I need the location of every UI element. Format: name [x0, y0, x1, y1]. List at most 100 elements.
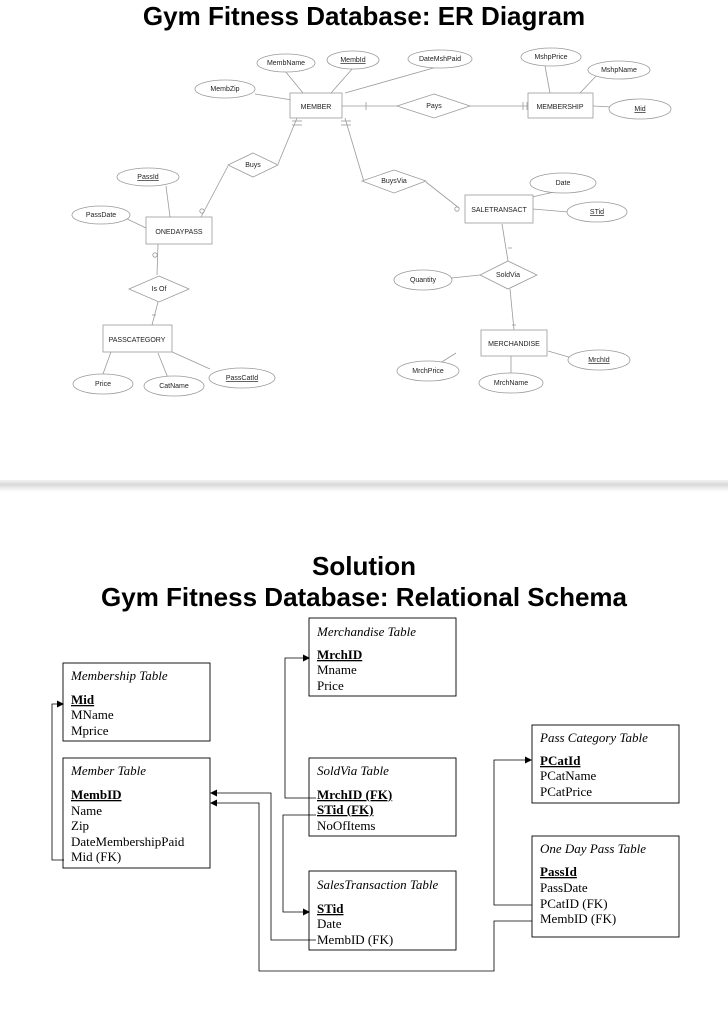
- attr-date: [529, 172, 597, 194]
- attr-mrchname: [478, 372, 544, 394]
- er-diagram-title: Gym Fitness Database: ER Diagram: [142, 1, 586, 31]
- soldvia-field: NoOfItems: [317, 818, 376, 833]
- attr-mshpprice: [520, 47, 582, 67]
- rel-isof: [127, 275, 191, 303]
- passcategory-field: PCatPrice: [540, 784, 592, 799]
- passcategory-table: Pass Category Table PCatId PCatName PCat…: [531, 724, 680, 804]
- rel-soldvia: [479, 260, 538, 290]
- fk-onedaypass-membid-to-member: [210, 799, 532, 972]
- attr-datemshpaid-label: DateMshPaid: [419, 56, 461, 63]
- relational-schema-title: Gym Fitness Database: Relational Schema: [101, 582, 627, 612]
- rel-pays-label: Pays: [426, 103, 442, 110]
- attr-quantity: [393, 269, 453, 291]
- attr-price-label: Price: [95, 381, 111, 388]
- membership-field-pk: Mid: [71, 692, 95, 707]
- attr-catname-label: CatName: [159, 383, 189, 390]
- solution-label: Solution: [312, 551, 416, 581]
- member-table: Member Table MembID Name Zip DateMembers…: [62, 757, 211, 869]
- attr-mrchprice-label: MrchPrice: [412, 368, 444, 375]
- member-field-pk: MembID: [71, 787, 122, 802]
- attr-catname: [143, 375, 205, 397]
- onedaypass-field: MembID (FK): [540, 911, 616, 926]
- fk-member-mid-to-membership: [51, 700, 64, 861]
- attr-mrchname-label: MrchName: [494, 380, 528, 387]
- er-diagram: MEMBER MEMBERSHIP ONEDAYPASS SALETRANSAC…: [71, 47, 672, 397]
- merchandise-field: Price: [317, 678, 344, 693]
- entity-passcategory: [102, 324, 173, 353]
- attr-mshpprice-label: MshpPrice: [534, 54, 567, 61]
- onedaypass-table-title: One Day Pass Table: [540, 841, 646, 856]
- member-field: DateMembershipPaid: [71, 834, 185, 849]
- merchandise-table-title: Merchandise Table: [316, 624, 416, 639]
- attr-mrchid: [567, 349, 631, 371]
- salestransaction-field: Date: [317, 916, 342, 931]
- er-diagram-slide: [0, 0, 728, 480]
- entity-onedaypass: [145, 216, 213, 245]
- soldvia-table-title: SoldVia Table: [317, 763, 389, 778]
- entity-membership: [527, 92, 594, 119]
- salestransaction-table-title: SalesTransaction Table: [317, 877, 438, 892]
- member-field: Mid (FK): [71, 849, 121, 864]
- rel-buysvia-label: BuysVia: [381, 178, 407, 185]
- onedaypass-table: One Day Pass Table PassId PassDate PCatI…: [531, 835, 680, 938]
- entity-membership-label: MEMBERSHIP: [536, 104, 583, 111]
- attr-passid-label: PassId: [137, 174, 159, 181]
- rel-buys: [227, 152, 279, 178]
- attr-datemshpaid: [407, 49, 473, 69]
- fk-salestransaction-membid-to-member: [210, 789, 316, 941]
- passcategory-table-title: Pass Category Table: [539, 730, 648, 745]
- entity-merchandise-label: MERCHANDISE: [488, 341, 540, 348]
- slide-separator: [0, 480, 728, 492]
- membership-table: Membership Table Mid MName Mprice: [62, 662, 211, 742]
- membership-table-title: Membership Table: [70, 668, 168, 683]
- rel-buys-label: Buys: [245, 162, 261, 169]
- entity-saletransact-label: SALETRANSACT: [471, 207, 527, 214]
- attr-passcatid-label: PassCatId: [226, 375, 258, 382]
- attr-mshpname-label: MshpName: [601, 67, 637, 74]
- salestransaction-field-pk: STid: [317, 901, 344, 916]
- salestransaction-table: SalesTransaction Table STid Date MembID …: [308, 870, 457, 951]
- onedaypass-field-pk: PassId: [540, 864, 578, 879]
- attr-stid: [566, 201, 628, 223]
- entity-passcategory-label: PASSCATEGORY: [109, 337, 166, 344]
- rel-buysvia: [360, 169, 428, 194]
- entity-saletransact: [464, 194, 534, 224]
- fk-onedaypass-pcatid-to-passcategory: [493, 756, 532, 906]
- attr-date-label: Date: [556, 180, 571, 187]
- rel-soldvia-label: SoldVia: [496, 272, 520, 279]
- passcategory-field: PCatName: [540, 768, 597, 783]
- fk-soldvia-stid-to-salestransaction: [282, 814, 316, 916]
- attr-membid-label: MembId: [340, 57, 365, 64]
- salestransaction-field: MembID (FK): [317, 932, 393, 947]
- rel-pays: [395, 93, 472, 119]
- attr-mid-label: Mid: [634, 106, 645, 113]
- passcategory-field-pk: PCatId: [540, 753, 581, 768]
- attr-mrchid-label: MrchId: [588, 357, 610, 364]
- attr-stid-label: STid: [590, 209, 604, 216]
- attr-membname-label: MembName: [267, 60, 305, 67]
- onedaypass-field: PassDate: [540, 880, 588, 895]
- attr-passdate-label: PassDate: [86, 212, 116, 219]
- member-field: Zip: [71, 818, 89, 833]
- membership-field: Mprice: [71, 723, 109, 738]
- member-table-title: Member Table: [70, 763, 146, 778]
- rel-isof-label: Is Of: [152, 286, 167, 293]
- soldvia-table: SoldVia Table MrchID (FK) STid (FK) NoOf…: [308, 757, 457, 837]
- attr-mrchprice: [396, 360, 460, 382]
- attr-membzip: [194, 79, 256, 99]
- entity-member-label: MEMBER: [301, 104, 332, 111]
- soldvia-field-pk: STid (FK): [317, 802, 373, 817]
- entity-member: [289, 92, 343, 119]
- entity-onedaypass-label: ONEDAYPASS: [155, 229, 203, 236]
- fk-soldvia-mrchid-to-merchandise: [284, 654, 316, 799]
- attr-membid: [326, 50, 380, 70]
- attr-membzip-label: MembZip: [210, 86, 239, 93]
- attr-passid: [116, 167, 180, 187]
- attr-quantity-label: Quantity: [410, 277, 437, 284]
- merchandise-field-pk: MrchID: [317, 647, 362, 662]
- attr-mshpname: [587, 60, 651, 80]
- membership-field: MName: [71, 707, 114, 722]
- merchandise-table: Merchandise Table MrchID Mname Price: [308, 617, 457, 697]
- attr-passcatid: [208, 367, 276, 389]
